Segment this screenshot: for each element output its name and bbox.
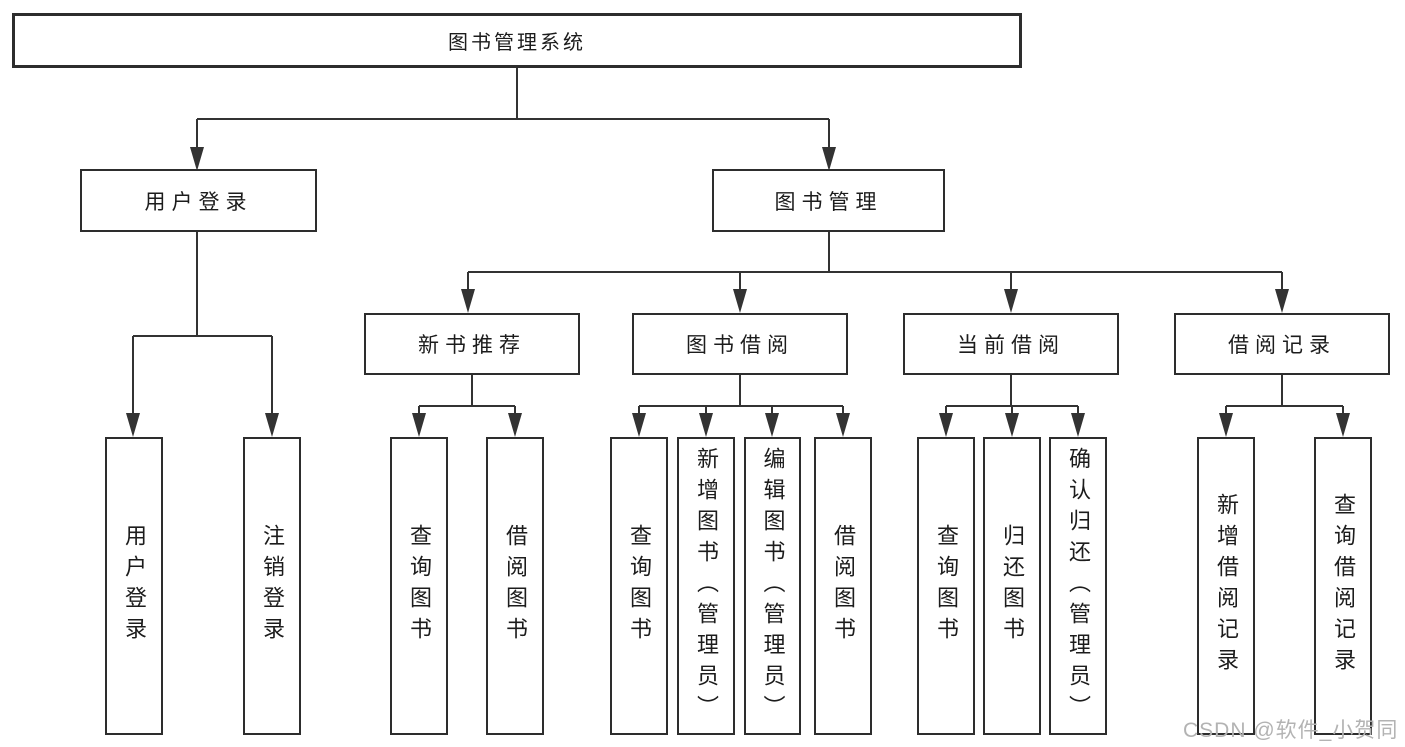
leaf-add-borrow-record: 新增借阅记录 xyxy=(1197,437,1255,735)
node-book-borrowing: 图书借阅 xyxy=(632,313,848,375)
leaf-borrow-books-recommend: 借阅图书 xyxy=(486,437,544,735)
arrowheads xyxy=(126,147,1350,437)
node-user-login: 用户登录 xyxy=(80,169,317,232)
leaf-add-book-admin: 新增图书（管理员） xyxy=(677,437,735,735)
leaf-return-books: 归还图书 xyxy=(983,437,1041,735)
leaf-query-books-borrowing: 查询图书 xyxy=(610,437,668,735)
watermark: CSDN @软件_小贺同学 xyxy=(1183,719,1399,742)
leaf-query-books-recommend: 查询图书 xyxy=(390,437,448,735)
node-borrowing-records: 借阅记录 xyxy=(1174,313,1390,375)
node-library-management-system: 图书管理系统 xyxy=(12,13,1022,68)
node-current-borrowing: 当前借阅 xyxy=(903,313,1119,375)
leaf-logout: 注销登录 xyxy=(243,437,301,735)
leaf-query-books-current: 查询图书 xyxy=(917,437,975,735)
node-book-management: 图书管理 xyxy=(712,169,945,232)
connector-path xyxy=(132,68,1344,415)
leaf-edit-book-admin: 编辑图书（管理员） xyxy=(744,437,801,735)
leaf-confirm-return-admin: 确认归还（管理员） xyxy=(1049,437,1107,735)
leaf-borrow-books-borrowing: 借阅图书 xyxy=(814,437,872,735)
leaf-user-login: 用户登录 xyxy=(105,437,163,735)
node-new-book-recommendation: 新书推荐 xyxy=(364,313,580,375)
leaf-query-borrow-record: 查询借阅记录 xyxy=(1314,437,1372,735)
